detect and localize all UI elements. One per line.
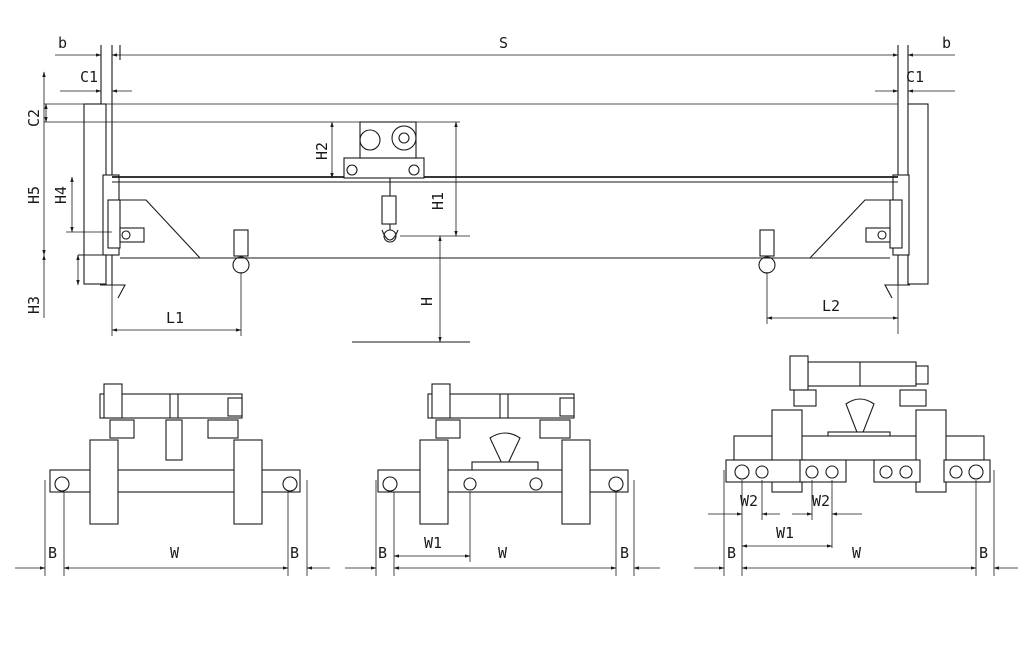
dim-h1: H1: [429, 192, 447, 210]
b3-b-left: B: [727, 544, 736, 562]
right-end-column: [865, 45, 929, 299]
dim-b-left: b: [58, 34, 67, 52]
b3-w: W: [852, 544, 862, 562]
b1-w: W: [170, 544, 180, 562]
dim-h: H: [418, 297, 436, 306]
b2-w1: W1: [424, 534, 442, 552]
hoist-trolley: [343, 121, 425, 243]
left-hook: [232, 229, 250, 274]
dim-h4: H4: [52, 186, 70, 204]
b2-b-left: B: [378, 544, 387, 562]
main-girder: [112, 176, 898, 259]
dim-l1: L1: [166, 309, 184, 327]
b3-w1: W1: [776, 524, 794, 542]
side-view-2: B W1 W B: [345, 383, 660, 576]
dim-c1-right: C1: [906, 68, 924, 86]
b2-b-right: B: [620, 544, 629, 562]
left-end-column: [78, 45, 145, 299]
side-view-3: W2 W2 W1 B W B: [694, 355, 1018, 576]
b1-b-left: B: [48, 544, 57, 562]
side-view-1: B W B: [15, 383, 330, 576]
b3-b-right: B: [979, 544, 988, 562]
dim-c2: C2: [25, 109, 43, 127]
dim-h2: H2: [313, 142, 331, 160]
right-hook: [758, 229, 776, 274]
dim-c1-left: C1: [80, 68, 98, 86]
dim-h3: H3: [25, 296, 43, 314]
b3-w2-left: W2: [740, 492, 758, 510]
b1-b-right: B: [290, 544, 299, 562]
b3-w2-right: W2: [812, 492, 830, 510]
dim-b-right: b: [942, 34, 951, 52]
dim-l2: L2: [822, 297, 840, 315]
b2-w: W: [498, 544, 508, 562]
front-elevation-view: b S b C1 C1 C2 H5 H4 H3 H2 H1 H: [25, 34, 955, 343]
dim-s: S: [499, 34, 508, 52]
dim-h5: H5: [25, 186, 43, 204]
